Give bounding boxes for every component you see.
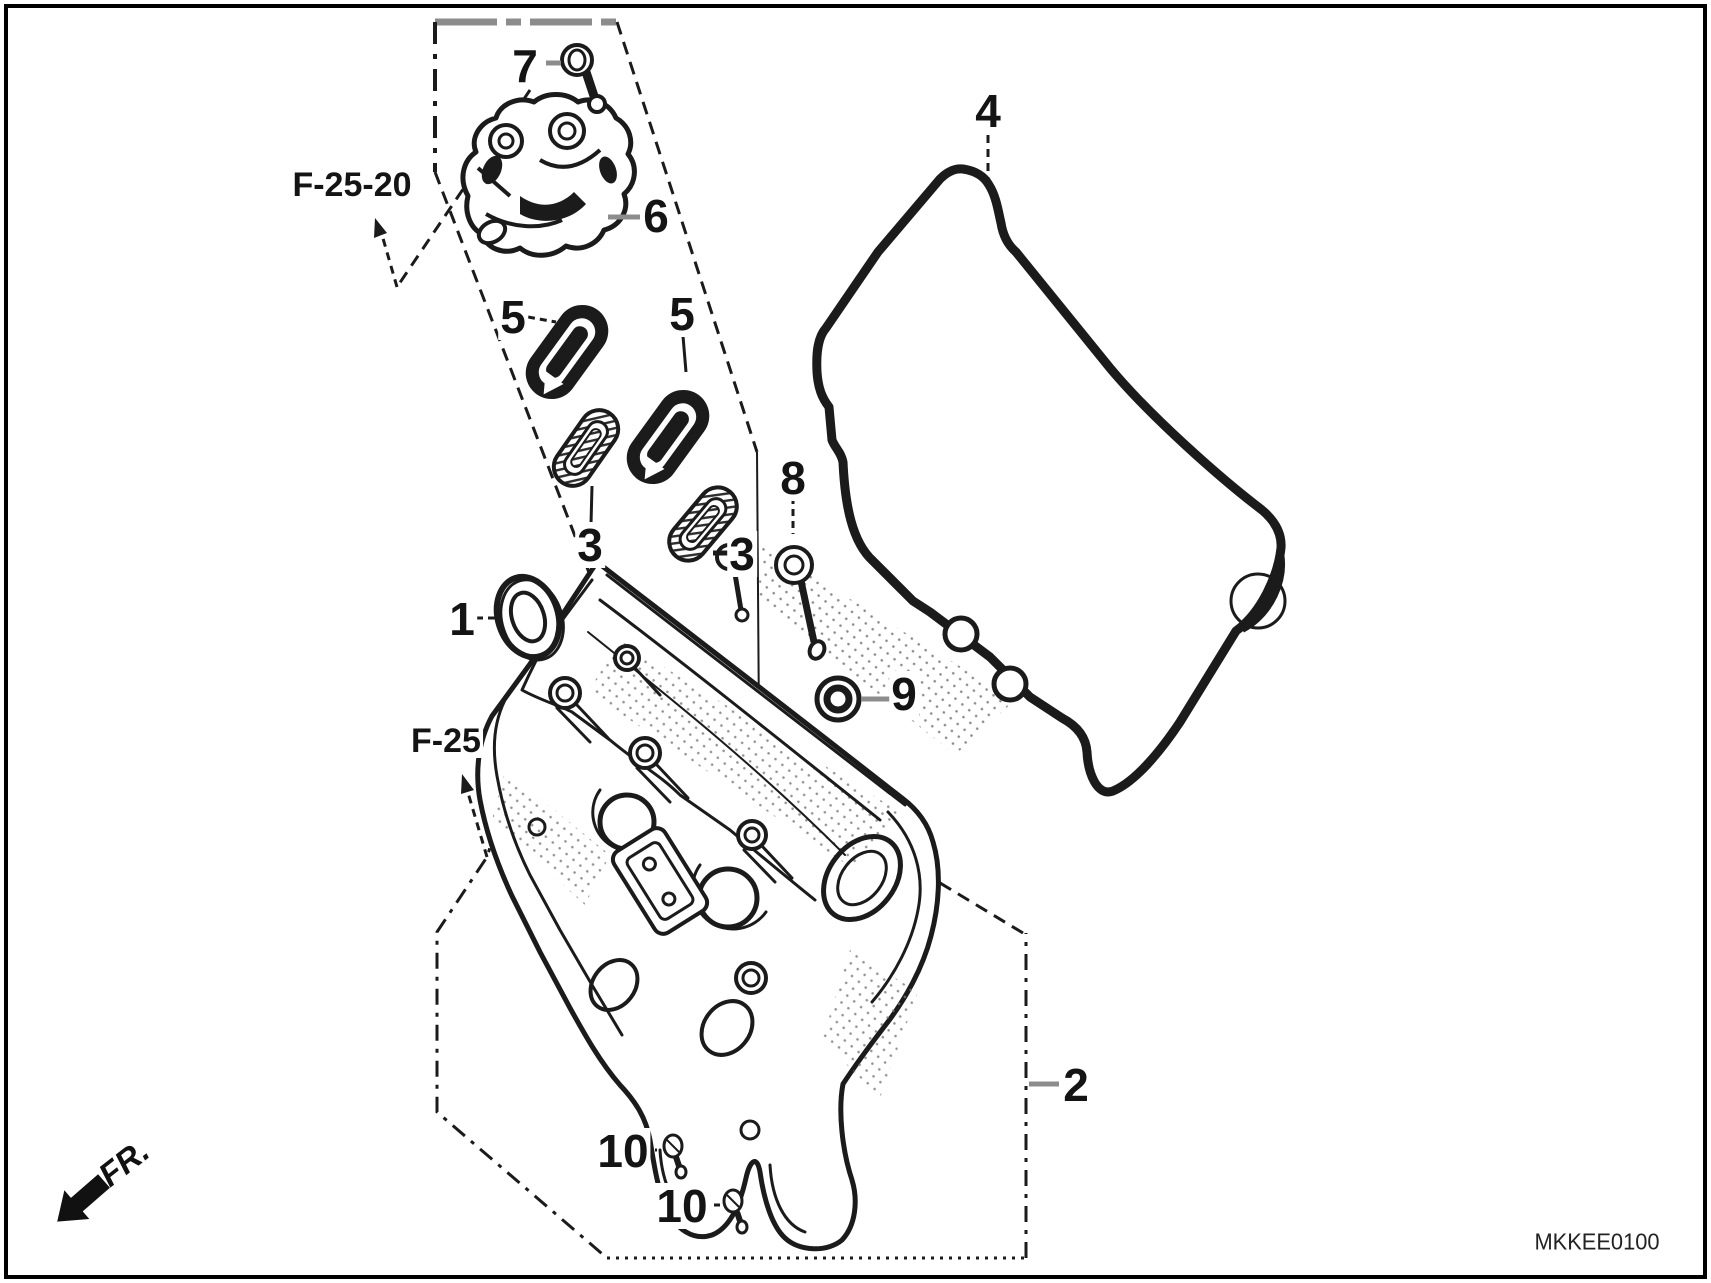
bolt-10-upper (662, 1133, 688, 1180)
reference-label-f-25-20: F-25-20 (290, 166, 414, 204)
callout-part-3-4: 3 (575, 519, 605, 571)
seal-cap-5-right (626, 389, 710, 485)
reference-arrow-f2520 (374, 218, 399, 288)
callout-part-10-12: 10 (654, 1180, 710, 1232)
bolt-7-illustration (560, 43, 607, 114)
callout-part-9-8: 9 (889, 668, 919, 720)
seal-cap-5-left (525, 304, 609, 400)
shading-hatch (758, 545, 1015, 755)
leader-lines (476, 60, 1059, 1207)
callout-part-7-0: 7 (510, 40, 540, 92)
callout-part-5-2: 5 (498, 291, 528, 343)
callout-part-3-5: 3 (727, 528, 757, 580)
callout-part-4-9: 4 (973, 85, 1003, 137)
callout-part-6-1: 6 (641, 190, 671, 242)
head-cover-illustration (475, 543, 941, 1252)
reference-arrow-f25 (461, 774, 489, 858)
callout-part-5-3: 5 (667, 288, 697, 340)
fr-direction-arrow-icon (57, 1174, 110, 1222)
ignition-coil-illustration (460, 92, 637, 258)
callout-part-2-10: 2 (1061, 1059, 1091, 1111)
bolt-10-lower (722, 1188, 749, 1235)
bolt-8-illustration (774, 545, 827, 661)
gasket-illustration (812, 164, 1287, 797)
seal-ring-1-illustration (493, 573, 565, 662)
callout-part-8-7: 8 (778, 452, 808, 504)
breather-plate (610, 826, 710, 936)
callout-part-10-11: 10 (595, 1125, 651, 1177)
grommet-9-illustration (814, 675, 862, 723)
packing-3-right (667, 485, 739, 563)
reference-label-f-25: F-25 (409, 722, 483, 760)
cover-bolt-bosses (527, 644, 794, 1141)
callout-part-1-6: 1 (447, 593, 477, 645)
diagram-code: MKKEE0100 (1534, 1228, 1660, 1255)
packing-3-left (551, 408, 621, 488)
